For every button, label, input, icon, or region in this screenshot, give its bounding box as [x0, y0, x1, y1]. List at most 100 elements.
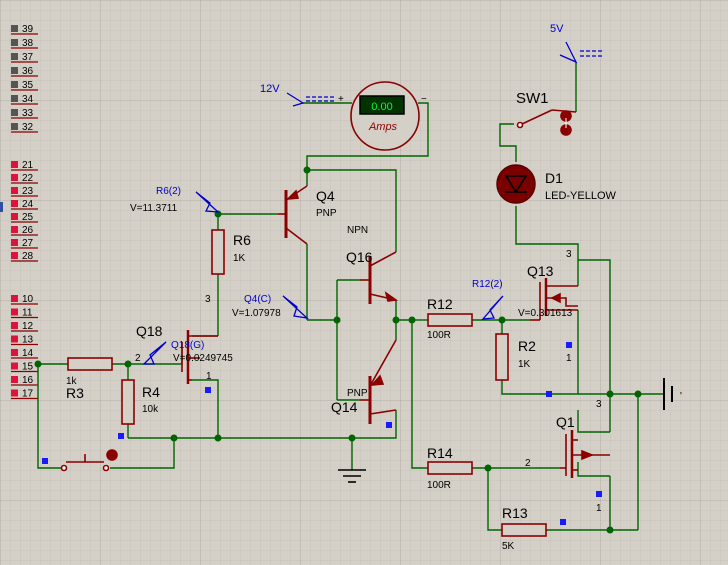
mosfet-q18[interactable] — [181, 330, 218, 384]
pin-number-label: 36 — [22, 66, 34, 77]
pin-number-label: 17 — [22, 389, 34, 400]
pin-number-label: 28 — [22, 251, 34, 262]
resistor-r12[interactable] — [427, 313, 473, 327]
pin-q18-gate: 2 — [135, 353, 141, 364]
label-r14-value: 100R — [427, 480, 451, 491]
pin-number-label: 27 — [22, 238, 34, 249]
resistor-r1[interactable] — [67, 357, 113, 371]
pin-number-label: 25 — [22, 212, 34, 223]
label-q14-type: PNP — [347, 388, 368, 399]
battery[interactable]: ' — [663, 378, 682, 410]
mosfet-q1[interactable] — [560, 430, 610, 478]
pin-number-label: 33 — [22, 108, 34, 119]
led-d1[interactable] — [496, 164, 536, 204]
ammeter-minus: − — [421, 94, 427, 105]
pin-number-label: 21 — [22, 160, 34, 171]
resistor-r2[interactable] — [495, 333, 509, 381]
label-q4-type: PNP — [316, 208, 337, 219]
ammeter-plus: + — [338, 94, 344, 105]
probe-r12-label: R12(2) — [472, 279, 503, 290]
probe-q4c-icon[interactable] — [282, 295, 310, 319]
label-d1-value: LED-YELLOW — [545, 190, 617, 202]
pin-number-label: 37 — [22, 52, 34, 63]
pin-number-label: 35 — [22, 80, 34, 91]
pin-number-label: 34 — [22, 94, 34, 105]
pin-marker — [11, 109, 18, 116]
pin-q1-source: 1 — [596, 503, 602, 514]
mosfet-q13[interactable] — [530, 278, 578, 321]
transistor-q16[interactable] — [360, 251, 399, 304]
resistor-r6[interactable] — [211, 229, 225, 275]
pin-number-label: 15 — [22, 362, 34, 373]
label-12v: 12V — [260, 83, 280, 95]
ammeter[interactable]: 0.00 Amps + − — [338, 81, 427, 151]
resistor-r13[interactable] — [501, 523, 547, 537]
label-r13-value: 5K — [502, 541, 515, 552]
pin-marker — [11, 226, 18, 233]
label-q14-name: Q14 — [331, 399, 358, 415]
pin-number-label: 39 — [22, 24, 34, 35]
label-r1-value: 1k — [66, 376, 78, 387]
pin-marker — [11, 335, 18, 343]
probe-r6-value: V=11.3711 — [130, 203, 178, 214]
pin-q13-drain: 3 — [566, 249, 572, 260]
pin-q18-drain: 3 — [205, 294, 211, 305]
pin-marker — [11, 39, 18, 46]
label-r4-value: 10k — [142, 404, 159, 415]
label-5v: 5V — [550, 23, 564, 35]
label-q13-name: Q13 — [527, 263, 554, 279]
transistor-q4[interactable] — [278, 185, 308, 245]
probe-q18g-icon[interactable] — [142, 341, 167, 365]
pin-q18-source: 1 — [206, 371, 212, 382]
ammeter-display — [359, 95, 405, 115]
pin-marker — [11, 81, 18, 88]
ammeter-unit: Amps — [368, 121, 398, 133]
pin-marker — [11, 67, 18, 74]
pin-number-label: 16 — [22, 375, 34, 386]
probe-r6-label: R6(2) — [156, 186, 181, 197]
pin-number-label: 24 — [22, 199, 34, 210]
pin-marker — [11, 213, 18, 220]
pin-marker — [11, 376, 18, 383]
pin-marker — [11, 187, 18, 194]
label-q16-name: Q16 — [346, 249, 373, 265]
label-sw1-name: SW1 — [516, 90, 549, 107]
resistor-r4[interactable] — [121, 379, 135, 425]
ground-symbol — [338, 469, 366, 483]
resistor-r14[interactable] — [427, 461, 473, 475]
pin-marker — [11, 389, 18, 397]
pin-marker — [11, 295, 18, 302]
pin-number-label: 22 — [22, 173, 34, 184]
junctions — [34, 166, 642, 534]
pin-marker — [11, 252, 18, 259]
terminal-5v[interactable] — [559, 41, 604, 64]
pin-marker — [11, 25, 18, 32]
label-r12-value: 100R — [427, 330, 451, 341]
probe-r12-value: V=0.301613 — [518, 308, 573, 319]
label-r6-value: 1K — [233, 253, 246, 264]
pin-number-label: 13 — [22, 335, 34, 346]
transistor-q14[interactable] — [360, 339, 397, 424]
pin-marker — [11, 161, 18, 168]
push-button[interactable] — [60, 449, 118, 472]
pin-marker — [11, 95, 18, 102]
label-q18-name: Q18 — [136, 323, 163, 339]
label-r4-name: R4 — [142, 384, 160, 400]
edge-marker — [0, 202, 3, 212]
switch-sw1[interactable] — [516, 109, 577, 136]
probe-r6-icon[interactable] — [195, 191, 220, 213]
svg-text:': ' — [680, 391, 682, 402]
label-r3-name: R3 — [66, 385, 84, 401]
label-r14-name: R14 — [427, 445, 453, 461]
terminal-12v[interactable] — [286, 92, 336, 107]
pin-number-label: 12 — [22, 321, 34, 332]
pin-number-label: 10 — [22, 294, 34, 305]
pin-marker — [11, 53, 18, 60]
pin-q1-gate: 2 — [525, 458, 531, 469]
pin-number-label: 38 — [22, 38, 34, 49]
label-q1-name: Q1 — [556, 414, 575, 430]
probe-r12-icon[interactable] — [481, 295, 504, 320]
